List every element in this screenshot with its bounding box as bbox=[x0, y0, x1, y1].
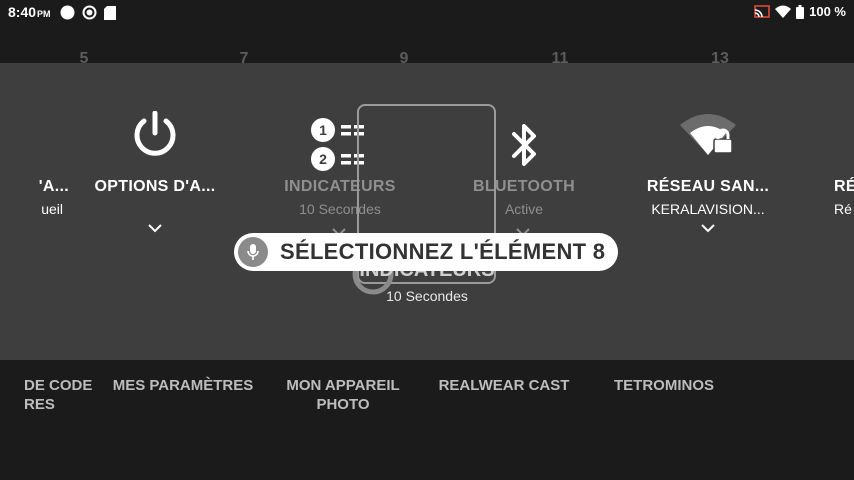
settings-icon bbox=[82, 5, 97, 20]
app-barcode[interactable]: DE CODE RES bbox=[24, 376, 94, 414]
bluetooth-icon bbox=[512, 124, 536, 166]
tile-title: 'A... bbox=[38, 178, 69, 195]
app-my-camera[interactable]: MON APPAREIL PHOTO bbox=[272, 376, 414, 414]
tile-title: INDICATEURS bbox=[284, 178, 396, 195]
wifi-icon bbox=[775, 5, 792, 18]
grid-number: 13 bbox=[711, 50, 729, 67]
grid-number: 9 bbox=[399, 50, 409, 67]
app-label-line1: MES PARAMÈTRES bbox=[112, 377, 254, 394]
status-left-icons bbox=[60, 5, 116, 20]
app-tetrominos[interactable]: TETROMINOS bbox=[600, 376, 728, 395]
tile-wireless-network[interactable]: RÉSEAU SAN... KERALAVISION... bbox=[623, 63, 793, 360]
tile-partial-right[interactable]: RÉ Ré bbox=[834, 63, 854, 360]
app-label-line1: MON APPAREIL bbox=[286, 377, 400, 394]
grid-number: 11 bbox=[551, 50, 569, 67]
tile-title: BLUETOOTH bbox=[473, 178, 575, 195]
svg-text:1: 1 bbox=[319, 122, 327, 138]
sd-card-icon bbox=[104, 5, 116, 20]
status-ampm: PM bbox=[37, 9, 51, 19]
app-label-line1: TETROMINOS bbox=[614, 377, 714, 394]
status-right: 100 % bbox=[754, 4, 846, 19]
app-label-line2: PHOTO bbox=[316, 396, 370, 413]
tile-subtitle: 10 Secondes bbox=[299, 201, 381, 217]
cast-icon bbox=[754, 5, 770, 18]
focus-frame bbox=[357, 104, 496, 284]
app-realwear-cast[interactable]: REALWEAR CAST bbox=[432, 376, 576, 395]
app-label-line2: RES bbox=[24, 396, 55, 413]
circle-icon bbox=[60, 5, 75, 20]
tile-subtitle: ueil bbox=[41, 201, 63, 217]
battery-icon bbox=[796, 4, 805, 19]
grid-number: 7 bbox=[239, 50, 249, 67]
tile-partial-left[interactable]: 'A... ueil bbox=[0, 63, 105, 360]
tile-title: OPTIONS D'A... bbox=[94, 178, 216, 195]
tile-subtitle: KERALAVISION... bbox=[651, 201, 765, 217]
tile-power-options[interactable]: OPTIONS D'A... bbox=[70, 63, 240, 360]
quick-settings-panel: 'A... ueil OPTIONS D'A... 1 2 INDICATEUR… bbox=[0, 63, 854, 360]
app-label-line1: REALWEAR CAST bbox=[438, 377, 570, 394]
tile-title: RÉSEAU SAN... bbox=[646, 178, 770, 195]
numbered-list-icon: 1 2 bbox=[311, 118, 364, 171]
grid-number: 5 bbox=[79, 50, 89, 67]
tile-indicators[interactable]: 1 2 INDICATEURS 10 Secondes bbox=[255, 63, 425, 360]
tile-title: RÉ bbox=[834, 178, 854, 195]
svg-text:2: 2 bbox=[319, 151, 327, 167]
status-time: 8:40PM bbox=[8, 4, 51, 20]
app-my-settings[interactable]: MES PARAMÈTRES bbox=[108, 376, 258, 395]
status-bar: 8:40PM 100 % bbox=[0, 0, 854, 26]
tile-subtitle: Active bbox=[504, 201, 544, 217]
app-label-line1: DE CODE bbox=[24, 377, 93, 394]
tile-subtitle: Ré bbox=[834, 201, 852, 217]
chevron-down-icon[interactable] bbox=[701, 223, 715, 233]
wifi-lock-icon bbox=[680, 114, 736, 155]
tile-bluetooth[interactable]: BLUETOOTH Active bbox=[439, 63, 609, 360]
status-time-value: 8:40 bbox=[8, 4, 37, 20]
mic-icon bbox=[238, 237, 268, 267]
battery-percent: 100 % bbox=[809, 4, 846, 19]
power-icon bbox=[134, 111, 176, 156]
voice-command-hint: SÉLECTIONNEZ L'ÉLÉMENT 8 bbox=[234, 233, 618, 271]
grid-numbers: 5 7 9 11 13 bbox=[0, 50, 854, 70]
chevron-down-icon[interactable] bbox=[148, 223, 162, 233]
voice-command-text: SÉLECTIONNEZ L'ÉLÉMENT 8 bbox=[280, 239, 606, 264]
overlay-subtitle: 10 Secondes bbox=[386, 288, 468, 304]
